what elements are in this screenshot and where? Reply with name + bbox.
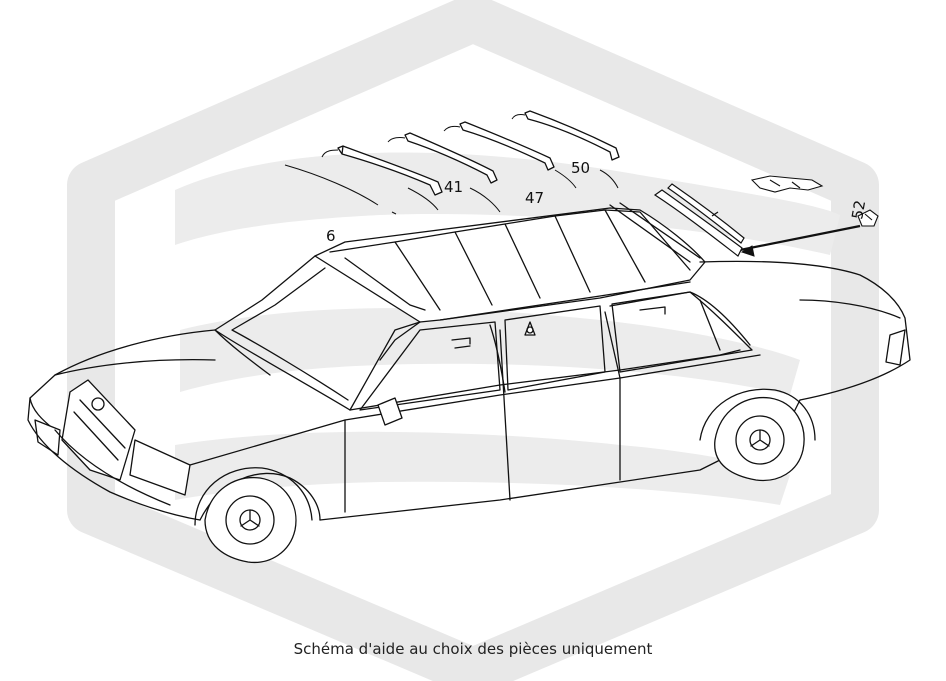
callout-52: 52 <box>848 199 869 221</box>
roof-trim-strips <box>337 110 620 196</box>
guide-lines <box>284 114 861 257</box>
side-rail-strips <box>653 183 745 257</box>
callout-labels: 6 41 47 50 52 <box>326 159 869 245</box>
callout-47: 47 <box>525 189 544 207</box>
rear-part-icons <box>750 175 879 227</box>
diagram-caption: Schéma d'aide au choix des pièces unique… <box>293 640 653 658</box>
watermark-logo <box>67 0 879 681</box>
callout-50: 50 <box>571 159 590 177</box>
callout-41: 41 <box>444 178 463 196</box>
limousine-outline <box>27 202 911 564</box>
callout-6: 6 <box>326 227 336 245</box>
